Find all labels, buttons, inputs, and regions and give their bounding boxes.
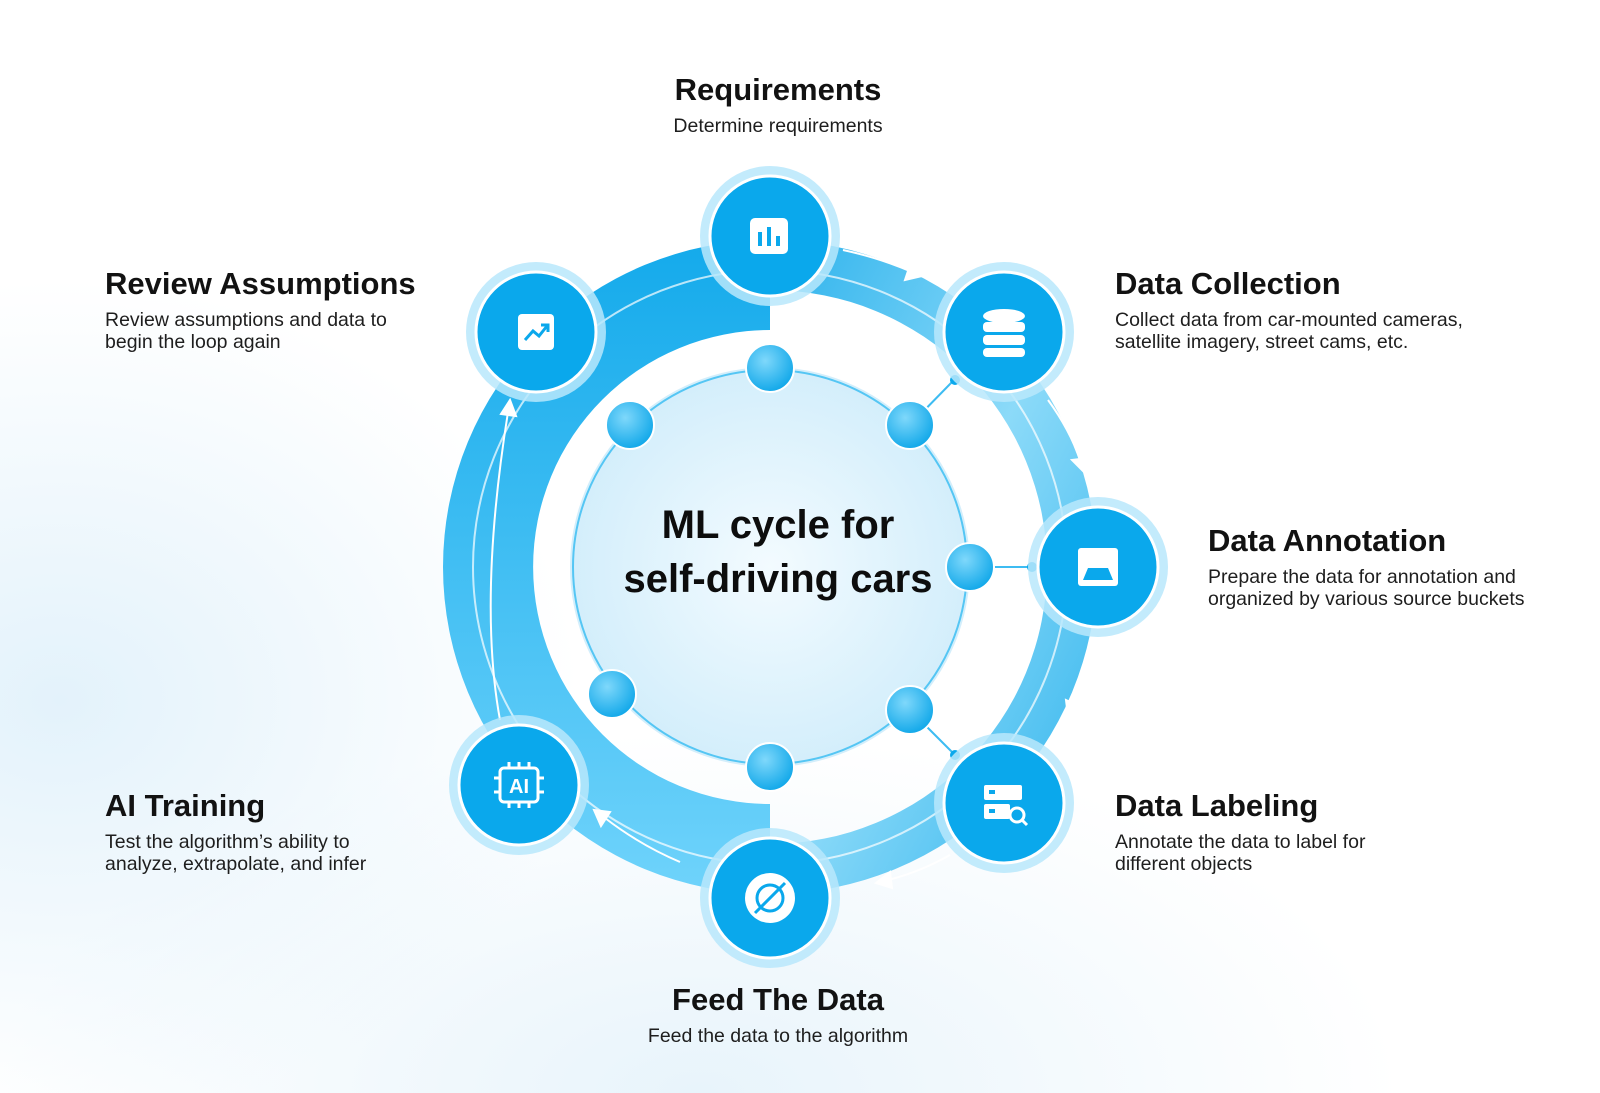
arrow-requirements-to-collection <box>842 249 913 273</box>
eye-off-icon <box>745 873 795 923</box>
step-label-data-labeling: Data Labeling Annotate the data to label… <box>1115 788 1365 875</box>
node-circle <box>942 741 1066 865</box>
step-title: Review Assumptions <box>105 266 416 301</box>
inner-beads <box>587 343 995 792</box>
step-node-requirements <box>700 166 840 306</box>
center-title: ML cycle for self-driving cars <box>623 503 933 601</box>
step-label-data-annotation: Data Annotation Prepare the data for ann… <box>1208 523 1525 610</box>
bar-chart-icon <box>750 218 788 254</box>
step-title: Data Annotation <box>1208 523 1447 558</box>
image-frame-icon <box>1078 548 1118 586</box>
bead <box>945 542 995 592</box>
step-node-data-collection <box>934 262 1074 402</box>
step-title: Requirements <box>674 72 882 107</box>
arrow-training-to-review <box>489 411 509 721</box>
arrow-head <box>1069 456 1090 474</box>
bead <box>745 742 795 792</box>
database-icon <box>983 309 1025 357</box>
step-description: Determine requirements <box>673 115 883 137</box>
step-label-data-collection: Data Collection Collect data from car-mo… <box>1115 266 1463 353</box>
bead <box>885 685 935 735</box>
step-node-feed-the-data <box>700 828 840 968</box>
step-title: Data Collection <box>1115 266 1341 301</box>
step-node-data-annotation <box>1028 497 1168 637</box>
step-title: Feed The Data <box>672 982 884 1017</box>
flow-arrows <box>489 249 1094 890</box>
arrow-head <box>592 808 612 829</box>
arrow-feed-to-training <box>604 817 681 863</box>
step-node-data-labeling <box>934 733 1074 873</box>
step-title: Data Labeling <box>1115 788 1319 823</box>
arrow-annotation-to-labeling <box>1073 639 1094 706</box>
ai-chip-icon: AI <box>494 762 544 808</box>
step-label-feed-the-data: Feed The Data Feed the data to the algor… <box>648 982 908 1047</box>
arrow-head <box>1064 698 1084 718</box>
ai-chip-label: AI <box>509 776 529 798</box>
step-node-review-assumptions <box>466 262 606 402</box>
outer-ring-right-half <box>770 240 1097 894</box>
arrow-labeling-to-feed <box>887 854 951 881</box>
step-description: Annotate the data to label for different… <box>1115 831 1366 875</box>
node-circle <box>457 723 581 847</box>
bead <box>745 343 795 393</box>
step-node-ai-training: AI <box>449 715 589 855</box>
step-title: AI Training <box>105 788 266 823</box>
step-description: Prepare the data for annotation and orga… <box>1208 566 1525 610</box>
step-description: Feed the data to the algorithm <box>647 1025 909 1047</box>
server-search-icon <box>984 785 1029 827</box>
arrow-head <box>499 397 518 418</box>
bead <box>885 400 935 450</box>
step-label-requirements: Requirements Determine requirements <box>673 72 882 137</box>
step-description: Review assumptions and data to begin the… <box>105 309 387 353</box>
arrow-head <box>873 870 894 890</box>
arrow-collection-to-annotation <box>1047 399 1081 461</box>
trend-up-icon <box>518 314 554 350</box>
center-disc <box>570 367 970 767</box>
step-label-ai-training: AI Training Test the algorithm’s ability… <box>105 788 366 875</box>
step-label-review-assumptions: Review Assumptions Review assumptions an… <box>105 266 416 353</box>
bead <box>605 400 655 450</box>
step-description: Collect data from car-mounted cameras, s… <box>1115 309 1463 353</box>
step-description: Test the algorithm’s ability to analyze,… <box>105 831 367 875</box>
bead <box>587 669 637 719</box>
arrow-head <box>903 263 925 282</box>
